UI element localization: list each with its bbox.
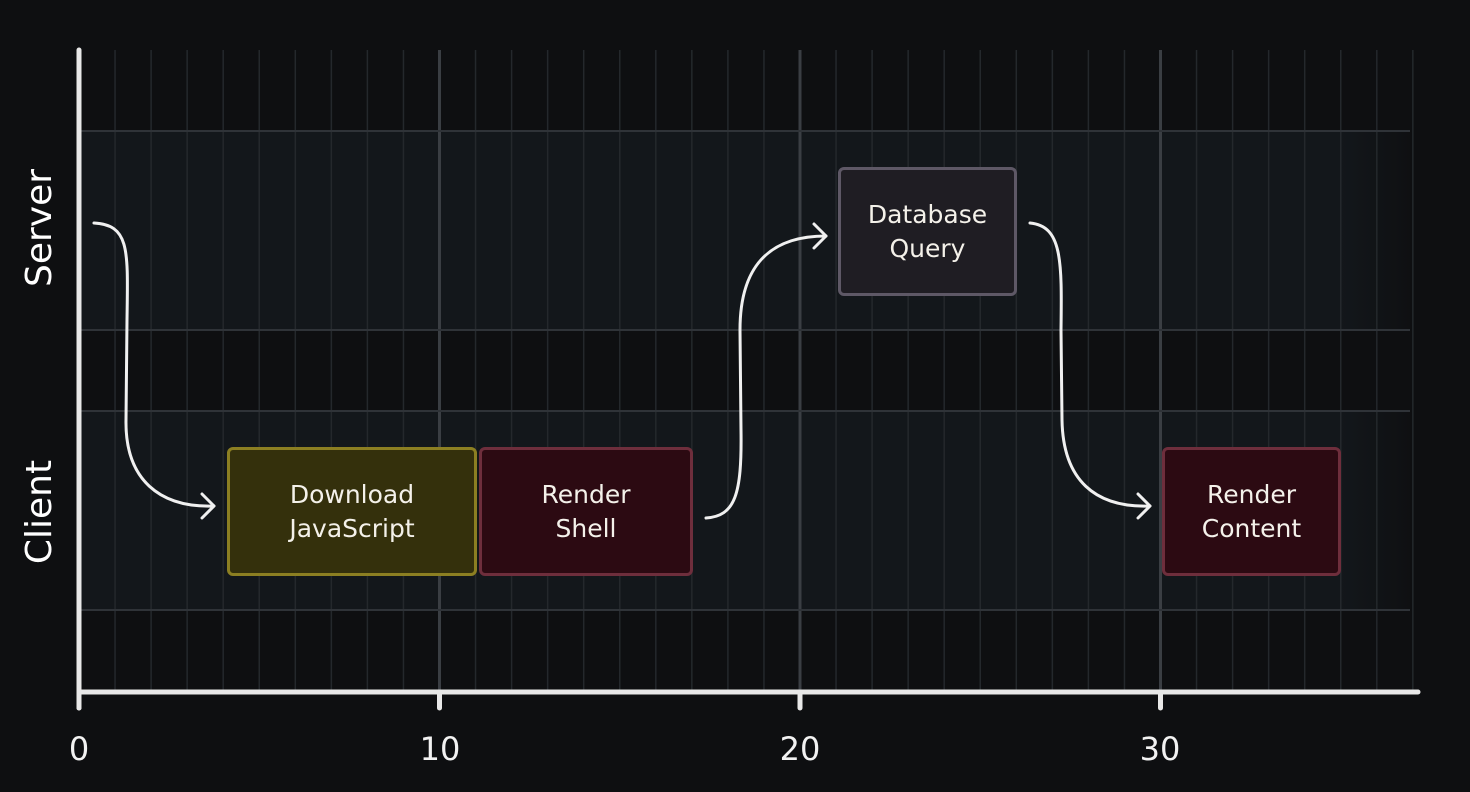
lane-borders [80, 130, 1410, 611]
arrowhead-download [200, 492, 216, 520]
lane-label-server: Server [19, 168, 60, 287]
task-render-content: Render Content [1162, 447, 1341, 576]
flow-arrows [92, 221, 1152, 520]
server-lane-band [80, 131, 1410, 330]
x-tick-label: 20 [779, 730, 821, 768]
arrow-db-query-to-render-content [1028, 221, 1152, 508]
arrowhead-render-content [1136, 492, 1152, 520]
arrow-render-shell-to-db-query [704, 234, 828, 520]
arrow-server-to-download [92, 221, 216, 508]
task-database-query: Database Query [838, 167, 1017, 296]
lane-fade [1340, 60, 1420, 690]
task-render-shell: Render Shell [479, 447, 693, 576]
task-download-javascript: Download JavaScript [227, 447, 477, 576]
grid-lines [114, 50, 1414, 690]
x-tick-label: 0 [68, 730, 90, 768]
lane-label-client: Client [19, 459, 60, 565]
x-tick-label: 10 [419, 730, 461, 768]
x-tick-label: 30 [1139, 730, 1181, 768]
arrowhead-db-query [812, 222, 828, 250]
axis-ticks [76, 689, 1163, 711]
